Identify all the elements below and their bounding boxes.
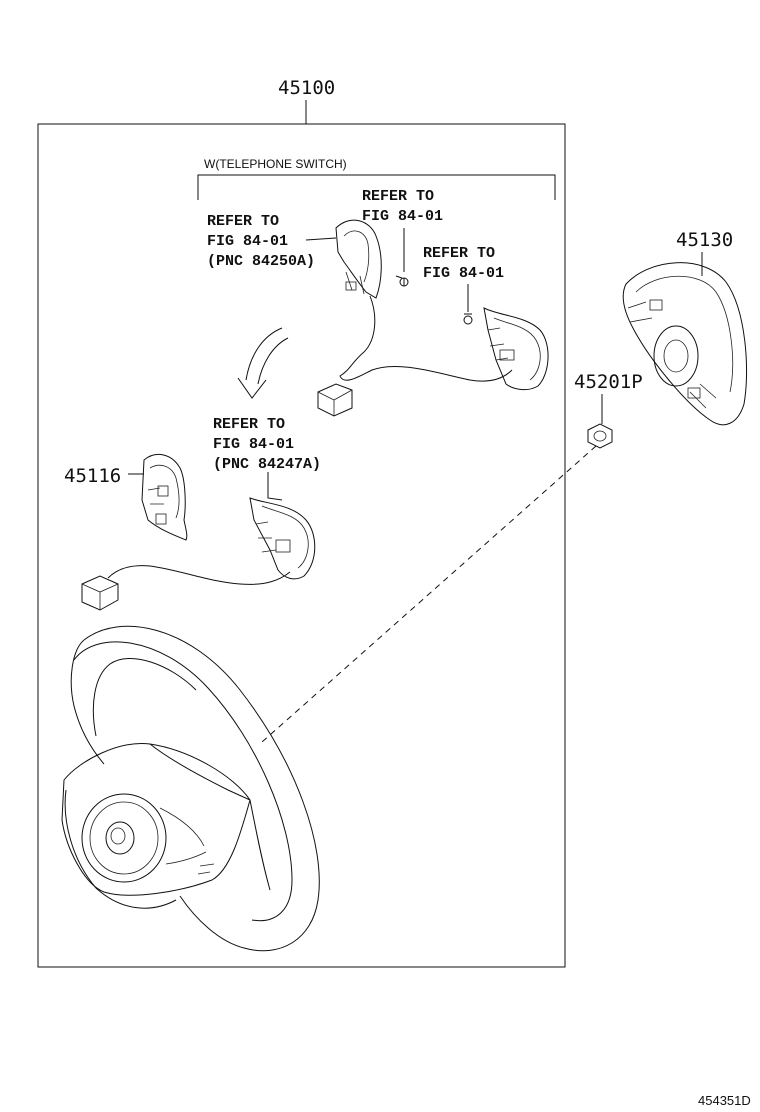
screw-right: [463, 313, 473, 325]
refer-line: FIG 84-01: [213, 436, 294, 453]
refer-line: FIG 84-01: [423, 265, 504, 282]
lower-connector: [81, 575, 119, 611]
refer-line: (PNC 84247A): [213, 456, 321, 473]
airbag-pad: [622, 262, 748, 426]
airbag-part-number[interactable]: 45130: [676, 229, 733, 251]
telephone-switch-lower: [249, 497, 316, 580]
assembly-frame: [37, 123, 566, 968]
refer-line: FIG 84-01: [362, 208, 443, 225]
cover-part: [141, 453, 188, 541]
upper-wire-harness: [339, 295, 513, 382]
telephone-switch-left: [335, 219, 382, 299]
refer-note-upper-right[interactable]: REFER TO FIG 84-01: [423, 245, 504, 282]
assembly-part-number[interactable]: 45100: [278, 77, 335, 99]
refer-line: REFER TO: [362, 188, 434, 205]
refer-leader-upper-left: [305, 237, 337, 241]
refer-leader-lower-middle: [267, 472, 283, 501]
steering-wheel: [61, 625, 320, 952]
refer-line: REFER TO: [423, 245, 495, 262]
refer-line: FIG 84-01: [207, 233, 288, 250]
refer-note-upper-middle[interactable]: REFER TO FIG 84-01: [362, 188, 443, 225]
nut-part: [587, 423, 613, 449]
lower-wire-harness: [107, 565, 291, 585]
cover-part-number[interactable]: 45116: [64, 465, 121, 487]
upper-connector: [317, 383, 353, 417]
nut-to-wheel-dashed-line: [261, 445, 597, 743]
refer-note-upper-left[interactable]: REFER TO FIG 84-01 (PNC 84250A): [207, 213, 315, 270]
refer-line: REFER TO: [207, 213, 279, 230]
refer-note-lower-middle[interactable]: REFER TO FIG 84-01 (PNC 84247A): [213, 416, 321, 473]
variant-bracket: [197, 174, 556, 200]
screw-upper: [395, 275, 409, 287]
figure-code: 454351D: [698, 1093, 751, 1108]
variant-note: W(TELEPHONE SWITCH): [204, 157, 347, 171]
rotation-arrow: [237, 327, 289, 399]
refer-line: REFER TO: [213, 416, 285, 433]
nut-part-number[interactable]: 45201P: [574, 371, 643, 393]
refer-line: (PNC 84250A): [207, 253, 315, 270]
telephone-switch-right: [483, 307, 549, 391]
